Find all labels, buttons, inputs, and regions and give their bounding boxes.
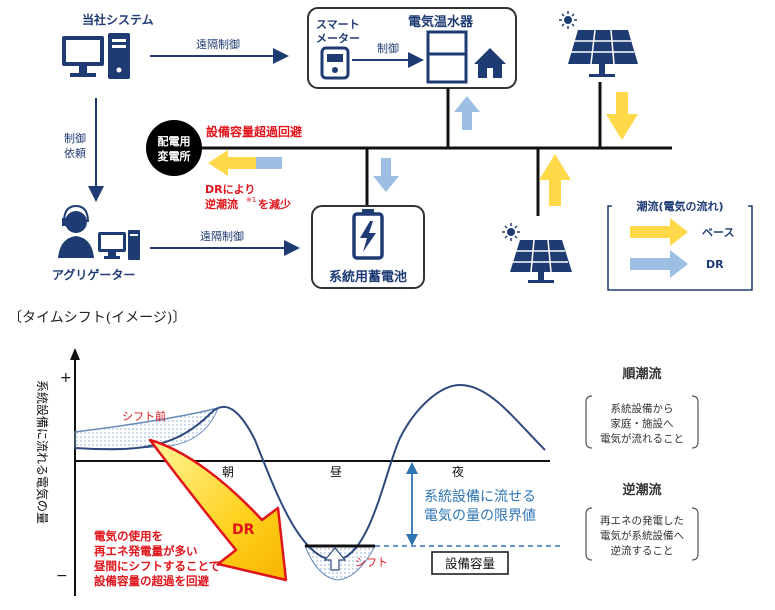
control-label: 制御 xyxy=(377,41,399,55)
aggregator-icon xyxy=(58,204,140,260)
house-icon xyxy=(474,48,506,78)
remote-control-label-2: 遠隔制御 xyxy=(200,229,244,243)
dr-reduce-label-3: を減少 xyxy=(258,197,291,211)
reverse-flow-arrow xyxy=(208,150,282,176)
dr-flow-arrow-water-heater xyxy=(454,96,480,130)
solar-panel-icon-bottom xyxy=(510,239,572,283)
morning-label: 朝 xyxy=(222,465,234,479)
note-line-1: 電気の使用を xyxy=(94,529,163,543)
noon-label: 昼 xyxy=(330,465,342,479)
forward-line-3: 電気が流れること xyxy=(600,432,684,445)
forward-line-2: 家庭・施設へ xyxy=(611,417,674,430)
reverse-bracket-left xyxy=(585,507,593,561)
legend-dr-label: DR xyxy=(706,258,724,271)
reverse-line-2: 電気が系統設備へ xyxy=(600,529,684,542)
smart-meter-label-2: メーター xyxy=(316,32,360,45)
note-line-2: 再エネ発電量が多い xyxy=(94,544,198,558)
sun-icon-bottom xyxy=(502,223,520,241)
dr-shift-arrow xyxy=(148,438,288,582)
caption: 〔タイムシフト(イメージ)〕 xyxy=(8,310,186,326)
control-request-label-2: 依頼 xyxy=(64,147,86,160)
substation-label-1: 配電用 xyxy=(158,134,191,148)
limit-label-1: 系統設備に流せる xyxy=(424,489,536,505)
legend-title: 潮流(電気の流れ) xyxy=(636,199,723,213)
forward-bracket-left xyxy=(585,395,593,449)
smart-meter-label-1: スマート xyxy=(316,18,360,31)
minus-sign: − xyxy=(56,568,68,584)
computer-icon xyxy=(62,33,130,79)
note-line-3: 昼間にシフトすることで xyxy=(93,559,220,573)
battery-icon xyxy=(352,209,384,260)
remote-control-label-1: 遠隔制御 xyxy=(196,37,240,51)
smart-meter-icon xyxy=(320,46,350,80)
plus-sign: + xyxy=(60,370,72,386)
water-heater-label: 電気温水器 xyxy=(408,14,474,30)
limit-label-2: 電気の量の限界値 xyxy=(424,508,536,524)
dr-reduce-label-1: DRにより xyxy=(205,183,255,196)
dr-flow-arrow-battery xyxy=(373,158,399,192)
substation-label-2: 変電所 xyxy=(158,149,191,163)
substation-icon xyxy=(146,120,202,176)
water-heater-icon xyxy=(426,30,468,84)
dr-reduce-note: ※1 xyxy=(246,196,256,204)
y-axis-label: 系統設備に流れる電気の量 xyxy=(35,380,50,524)
aggregator-label: アグリゲーター xyxy=(52,267,135,282)
legend-base-label: ベース xyxy=(702,226,734,239)
legend: 潮流(電気の流れ) ベース DR xyxy=(607,199,753,291)
dr-reduce-label-2: 逆潮流 xyxy=(205,197,238,211)
capacity-label: 設備容量 xyxy=(445,556,495,571)
reverse-bracket-right xyxy=(691,507,699,561)
base-flow-arrow-solar-top xyxy=(606,92,638,140)
solar-panel-icon-top xyxy=(568,29,638,77)
note-line-4: 設備容量の超過を回避 xyxy=(94,574,209,588)
sun-icon-top xyxy=(559,11,577,29)
base-flow-arrow-solar-bottom xyxy=(539,154,571,206)
control-request-label-1: 制御 xyxy=(64,131,86,145)
shift-up-arrow xyxy=(323,547,347,571)
forward-bracket-right xyxy=(691,395,699,449)
reverse-flow-title: 逆潮流 xyxy=(622,482,661,498)
reverse-line-3: 逆流すること xyxy=(611,544,674,557)
night-label: 夜 xyxy=(452,464,464,479)
legend-dr-arrow xyxy=(630,250,688,278)
forward-flow-title: 順潮流 xyxy=(622,366,661,382)
y-axis-arrowhead xyxy=(70,348,80,360)
shift-before-label: シフト前 xyxy=(122,409,166,423)
shift-after-area xyxy=(304,545,376,581)
forward-line-1: 系統設備から xyxy=(611,402,674,415)
battery-label: 系統用蓄電池 xyxy=(329,269,407,285)
shift-label: シフト xyxy=(355,556,388,569)
capacity-box xyxy=(431,551,509,575)
dr-label: DR xyxy=(232,522,255,538)
legend-base-arrow xyxy=(630,218,688,246)
reverse-line-1: 再エネの発電した xyxy=(600,514,684,527)
capacity-exceed-avoid-label: 設備容量超過回避 xyxy=(206,124,302,139)
company-system-label: 当社システム xyxy=(82,12,154,27)
